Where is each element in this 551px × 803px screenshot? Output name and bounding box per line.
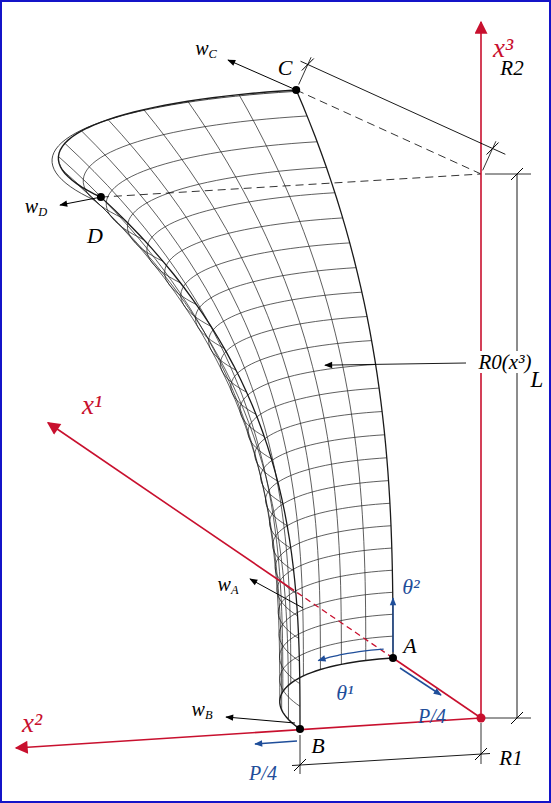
leader-arrow — [325, 363, 466, 365]
dimension-line — [517, 174, 518, 718]
axis-label: x² — [21, 709, 43, 737]
mesh-parallel — [277, 548, 392, 616]
mesh-parallel — [279, 592, 393, 661]
load-label: P/4 — [248, 763, 278, 784]
point-label: D — [86, 224, 104, 247]
mesh-meridian — [62, 170, 281, 710]
extension-line — [300, 735, 301, 774]
extension-line — [483, 141, 496, 170]
dimension-tick — [511, 712, 523, 724]
mesh-parallel — [181, 243, 350, 327]
axis-x1-hidden — [294, 591, 393, 659]
point-label: C — [277, 56, 294, 79]
mesh-parallel — [280, 614, 393, 683]
mesh-parallel — [275, 526, 391, 593]
mesh-meridian — [101, 197, 300, 729]
mesh-parallel — [231, 341, 372, 415]
dimension-tick — [475, 748, 487, 760]
dimension-tick — [294, 759, 306, 771]
extension-line — [485, 718, 531, 719]
axis-label: x³ — [492, 34, 514, 62]
axis-x2 — [16, 718, 481, 748]
mesh-parallel — [195, 268, 356, 349]
mesh-parallel — [240, 364, 376, 436]
displacement-label: wC — [194, 38, 218, 61]
mesh-meridian — [144, 110, 321, 670]
point-label: B — [310, 734, 325, 757]
point-label: A — [402, 634, 417, 657]
mesh-parallel — [209, 292, 362, 370]
mesh-meridian — [77, 184, 289, 720]
displacement-arrow — [250, 579, 303, 608]
point-marker — [296, 725, 304, 733]
dimension-label: R0(x³) — [478, 351, 533, 373]
mesh-parallel — [248, 388, 379, 459]
coordinate-label: θ¹ — [335, 681, 354, 704]
mesh-meridian — [58, 156, 279, 700]
mesh-parallel — [165, 218, 343, 305]
dimension-label: R1 — [498, 747, 523, 769]
shell-surface — [58, 90, 393, 729]
mesh-parallel — [255, 412, 382, 481]
axis-x1 — [48, 423, 294, 591]
extension-line — [481, 723, 482, 764]
point-marker — [389, 654, 397, 662]
point-marker — [292, 86, 300, 94]
dimension-label: L — [530, 368, 545, 392]
shell-rim — [52, 92, 293, 201]
origin-dot — [477, 714, 486, 723]
mesh-parallel — [127, 167, 326, 261]
displacement-label: wB — [191, 699, 214, 722]
coordinate-label: θ² — [401, 575, 420, 598]
mesh-parallel — [106, 142, 317, 240]
displacement-arrow — [226, 717, 295, 723]
mesh-parallel — [83, 116, 307, 218]
mesh-parallel — [58, 90, 296, 197]
mesh-meridian — [65, 143, 283, 691]
mesh-parallel — [280, 658, 393, 729]
displacement-arrow — [60, 197, 101, 205]
coordinate-arrow — [318, 649, 383, 660]
radius-line — [296, 90, 481, 174]
dimension-tick — [302, 59, 314, 71]
mesh-parallel — [273, 503, 390, 570]
dimension-line — [301, 61, 506, 154]
mesh-parallel — [266, 458, 387, 526]
dimension-tick — [511, 168, 523, 180]
mesh-parallel — [220, 316, 367, 392]
point-marker — [97, 193, 105, 201]
mesh-meridian — [108, 120, 303, 676]
coordinate-arrow — [392, 598, 393, 652]
mesh-meridian — [82, 131, 291, 683]
displacement-label: wA — [217, 574, 240, 597]
extension-line — [485, 174, 531, 175]
displacement-label: wD — [24, 196, 48, 219]
mesh-parallel — [147, 193, 335, 283]
mesh-parallel — [270, 481, 389, 549]
mesh-meridian — [188, 101, 342, 664]
dimension-tick — [487, 143, 499, 155]
load-arrow — [400, 668, 441, 695]
load-arrow — [255, 741, 297, 744]
load-label: P/4 — [417, 706, 447, 727]
mesh-parallel — [261, 435, 385, 504]
axis-label: x¹ — [81, 391, 103, 419]
radius-line — [101, 174, 481, 197]
